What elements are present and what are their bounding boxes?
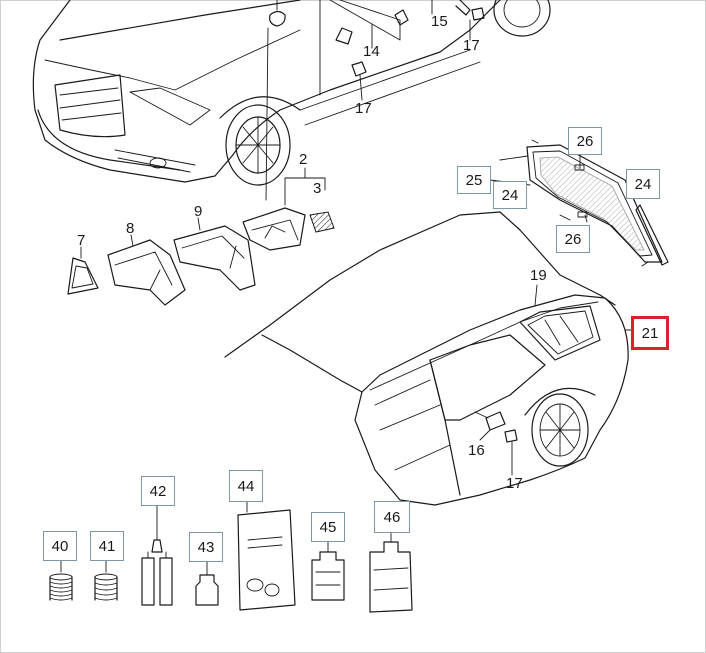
callout-16: 16 [468, 442, 485, 459]
callout-2: 2 [299, 151, 308, 168]
part-box-21-highlighted[interactable]: 21 [631, 316, 669, 350]
callout-3: 3 [313, 180, 322, 197]
callout-9: 9 [194, 203, 203, 220]
part-box-26-bottom[interactable]: 26 [556, 225, 590, 253]
part-box-43[interactable]: 43 [189, 532, 223, 562]
callout-7: 7 [77, 232, 86, 249]
part-box-46[interactable]: 46 [374, 501, 410, 533]
part-box-24-left[interactable]: 24 [493, 181, 527, 209]
callout-19: 19 [530, 267, 547, 284]
part-box-41[interactable]: 41 [90, 531, 124, 561]
rear-car-illustration [224, 211, 633, 506]
front-car-illustration [32, 0, 551, 201]
consumables-illustration [49, 499, 413, 613]
part-box-45[interactable]: 45 [311, 512, 345, 542]
callout-8: 8 [126, 220, 135, 237]
callout-14: 14 [363, 43, 380, 60]
callout-17-top: 17 [463, 37, 480, 54]
part-box-26-top[interactable]: 26 [568, 127, 602, 155]
callout-17-front: 17 [355, 100, 372, 117]
part-box-44[interactable]: 44 [229, 470, 263, 502]
rear-window-glass-illustration [489, 139, 669, 267]
part-2-3-illustration [242, 167, 335, 251]
part-box-40[interactable]: 40 [43, 531, 77, 561]
part-7-8-9-illustration [67, 217, 256, 306]
part-box-25[interactable]: 25 [457, 166, 491, 194]
part-box-24-right[interactable]: 24 [626, 169, 660, 199]
callout-17-rear: 17 [506, 475, 523, 492]
callout-15: 15 [431, 13, 448, 30]
part-box-42[interactable]: 42 [141, 476, 175, 506]
